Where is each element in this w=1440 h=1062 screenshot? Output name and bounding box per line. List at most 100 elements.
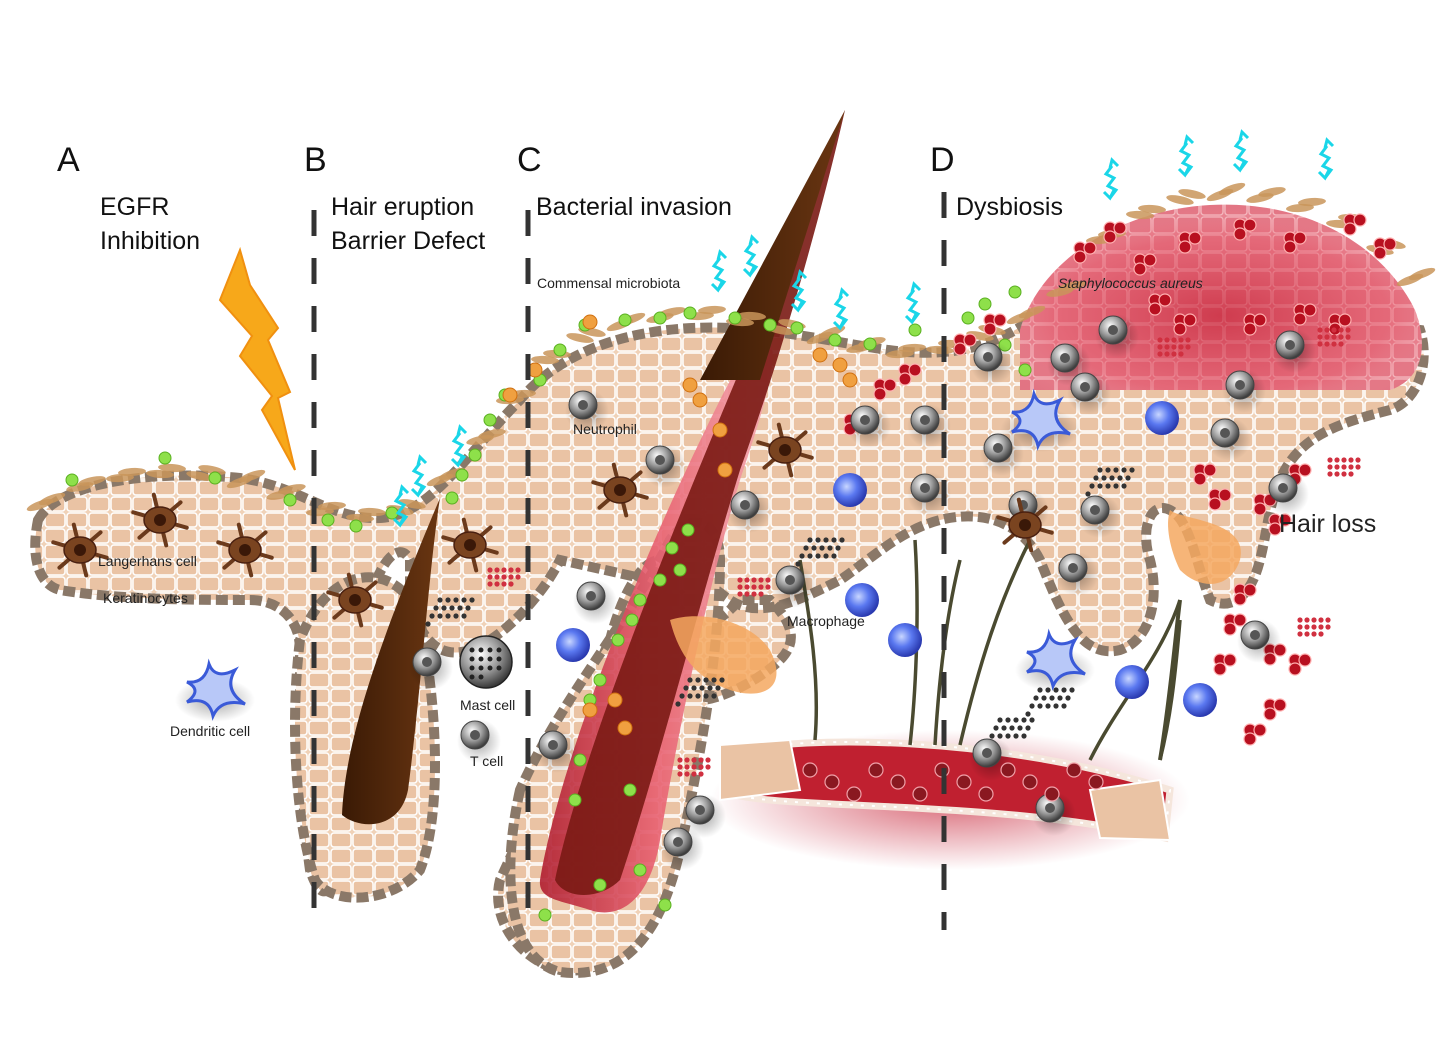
cytokine-dot	[1341, 457, 1347, 463]
bacterium-orange	[502, 387, 518, 403]
cytokine-dot	[501, 581, 507, 587]
cytokine-dot	[1345, 334, 1351, 340]
cytokine-dot	[508, 574, 514, 580]
mediator-dot	[803, 545, 809, 551]
cytokine-dot	[1318, 617, 1324, 623]
panel-b-title-line-1: Hair eruption	[331, 193, 475, 221]
mediator-dot	[819, 545, 825, 551]
blood-cell	[1044, 786, 1060, 802]
staphylococcus-cell	[1158, 293, 1172, 307]
cytokine-dot	[691, 764, 697, 770]
staphylococcus-cell	[1173, 322, 1187, 336]
corneum-flake	[1178, 189, 1206, 199]
cytokine-dot	[1304, 624, 1310, 630]
staphylococcus-cell	[1243, 583, 1257, 597]
bacterium-orange	[607, 692, 623, 708]
mediator-dot	[719, 677, 725, 683]
mediator-dot	[691, 685, 697, 691]
mediator-dot	[1029, 717, 1035, 723]
commensal-bacterium	[483, 413, 497, 427]
cytokine-dot	[744, 591, 750, 597]
cytokine-dot	[1341, 464, 1347, 470]
arrow-head-icon	[716, 249, 728, 261]
cell-nucleus	[578, 400, 588, 410]
mediator-dot	[449, 605, 455, 611]
staphylococcus-cell	[1143, 253, 1157, 267]
corneum-flake	[186, 471, 214, 481]
mediator-dot	[1097, 483, 1103, 489]
cytokine-dot	[758, 577, 764, 583]
commensal-bacterium	[1018, 363, 1032, 377]
commensal-bacterium	[728, 311, 742, 325]
commensal-bacterium	[665, 541, 679, 555]
cell-nucleus	[993, 443, 1003, 453]
cell-nucleus	[422, 657, 432, 667]
staphylococcus-cell	[1343, 222, 1357, 236]
cytokine-dot	[508, 581, 514, 587]
staphylococcus-cell	[1373, 246, 1387, 260]
granule	[469, 647, 475, 653]
cytokine-dot	[1317, 341, 1323, 347]
mediator-dot	[827, 545, 833, 551]
granule	[487, 665, 493, 671]
cytokine-dot	[684, 771, 690, 777]
cytokine-dot	[744, 577, 750, 583]
cytokine-dot	[737, 577, 743, 583]
mediator-dot	[433, 605, 439, 611]
cytokine-dot	[494, 567, 500, 573]
mediator-dot	[1105, 467, 1111, 473]
cell-nucleus	[239, 544, 251, 556]
mediator-dot	[1101, 475, 1107, 481]
blood-cell	[846, 786, 862, 802]
corneum-flake	[398, 499, 426, 509]
mast-cell-label: Mast cell	[460, 697, 516, 713]
cytokine-dot	[1185, 344, 1191, 350]
staphylococcus-cell	[1208, 497, 1222, 511]
staphylococcus-cell	[1293, 231, 1307, 245]
cytokine-dot	[1171, 344, 1177, 350]
mediator-dot	[469, 597, 475, 603]
commensal-bacterium	[321, 513, 335, 527]
mediator-dot	[1025, 725, 1031, 731]
dendritic-cell	[1011, 388, 1071, 451]
mediator-dot	[1029, 703, 1035, 709]
cytokine-dot	[515, 574, 521, 580]
blood-cell	[1088, 774, 1104, 790]
cytokine-dot	[487, 581, 493, 587]
commensal-bacterium	[633, 593, 647, 607]
blood-cell	[978, 786, 994, 802]
cytokine-dot	[1327, 464, 1333, 470]
corneum-flake	[738, 311, 766, 321]
cell-nucleus	[695, 805, 705, 815]
staphylococcus-cell	[1243, 218, 1257, 232]
granule	[469, 674, 475, 680]
cell-nucleus	[779, 444, 791, 456]
staphylococcus-cell	[1353, 213, 1367, 227]
panel-b-letter: B	[304, 141, 327, 179]
blood-cell	[1066, 762, 1082, 778]
cytokine-dot	[1348, 464, 1354, 470]
staphylococcus-cell	[883, 378, 897, 392]
commensal-bacterium	[568, 793, 582, 807]
staphylococcus-cell	[993, 313, 1007, 327]
cytokine-dot	[1171, 351, 1177, 357]
blood-cell	[890, 774, 906, 790]
panel-b-title-line-2: Barrier Defect	[331, 227, 486, 255]
mast-cell	[459, 635, 513, 689]
cell-nucleus	[470, 730, 480, 740]
corneum-flake	[358, 507, 386, 517]
cell-nucleus	[920, 415, 930, 425]
blood-cell	[802, 762, 818, 778]
arrow-head-icon	[392, 516, 406, 528]
mediator-dot	[1121, 483, 1127, 489]
commensal-bacterium	[455, 468, 469, 482]
commensal-bacterium	[625, 613, 639, 627]
corneum-flake	[198, 465, 226, 475]
staphylococcus-cell	[1233, 592, 1247, 606]
arrow-head-icon	[410, 486, 424, 498]
cytokine-dot	[501, 574, 507, 580]
cytokine-dot	[751, 584, 757, 590]
keratinocytes-label: Keratinocytes	[103, 590, 188, 606]
cytokine-dot	[1341, 471, 1347, 477]
